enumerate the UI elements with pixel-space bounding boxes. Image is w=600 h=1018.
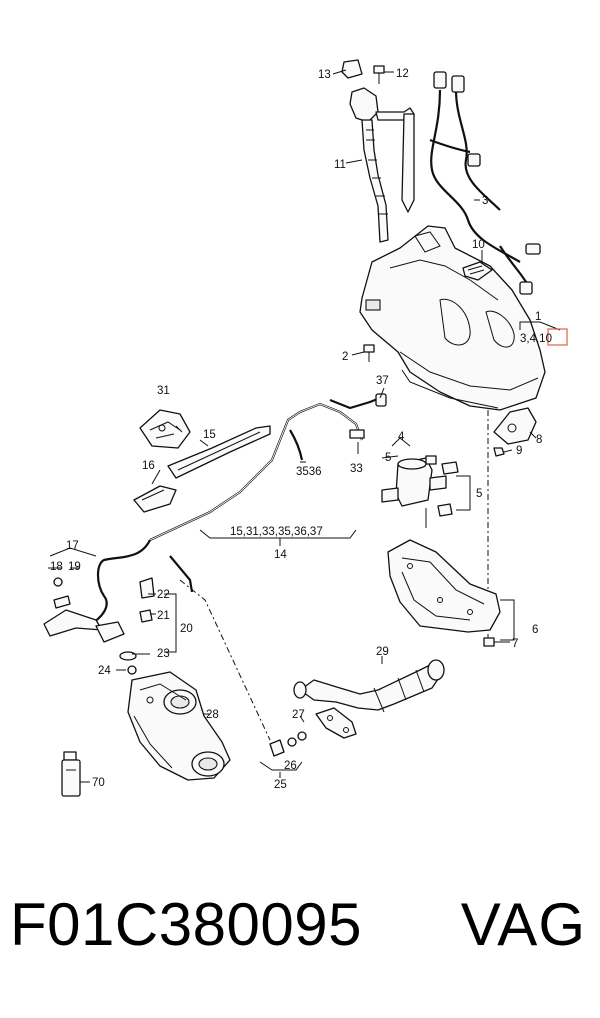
bolt-2 — [363, 344, 375, 362]
nut-9 — [493, 447, 505, 457]
flange — [315, 707, 357, 739]
callout-7: 7 — [512, 638, 518, 650]
part-number-code: F01C380095 — [10, 891, 362, 958]
callout-18: 18 — [50, 561, 63, 573]
callout-25: 25 — [274, 779, 287, 791]
callout-20: 20 — [180, 623, 193, 635]
callout-11: 11 — [334, 159, 346, 171]
callout-9: 9 — [516, 445, 522, 457]
callout-37: 37 — [376, 375, 389, 387]
temperature-sensor — [269, 731, 307, 757]
callout-6: 6 — [532, 624, 538, 636]
highlight-marker — [547, 328, 568, 346]
sensor-wiring — [89, 393, 387, 626]
bracket-15 — [167, 425, 271, 479]
callout-8: 8 — [536, 434, 542, 446]
callout-22: 22 — [157, 589, 170, 601]
heating-element — [462, 261, 493, 281]
particulate-filter — [127, 671, 231, 781]
callout-28: 28 — [206, 709, 219, 721]
gasket-24 — [127, 665, 137, 675]
callout-4: 4 — [398, 431, 405, 443]
callout-12: 12 — [396, 68, 409, 80]
callout-15: 15 — [203, 429, 216, 441]
bracket — [493, 407, 537, 445]
breather-pipe — [401, 113, 415, 213]
brand-label: VAG — [460, 891, 586, 958]
callout-19: 19 — [68, 561, 81, 573]
callout-2: 2 — [342, 351, 348, 363]
callout-15-group: 15,31,33,35,36,37 — [230, 526, 323, 538]
callout-21: 21 — [157, 610, 170, 622]
callout-10: 10 — [472, 239, 485, 251]
wiring-harness — [429, 71, 541, 295]
callout-27: 27 — [292, 709, 305, 721]
callout-3: 3 — [482, 195, 488, 207]
cap — [341, 59, 363, 79]
callout-33: 33 — [350, 463, 363, 475]
callout-17: 17 — [66, 540, 79, 552]
adblue-pump — [381, 455, 459, 528]
callout-23: 23 — [157, 648, 170, 660]
adblue-bottle — [61, 751, 81, 797]
exhaust-tank-exploded-diagram: 13 12 11 3 10 1 3,4,10 2 37 8 9 4 5 5 6 … — [43, 59, 568, 797]
centerline-sensor — [179, 579, 271, 741]
callout-14: 14 — [274, 549, 287, 561]
callout-5b: 5 — [476, 488, 482, 500]
nut-7 — [483, 637, 495, 647]
callout-70: 70 — [92, 777, 105, 789]
callout-26: 26 — [284, 760, 297, 772]
control-unit-16 — [133, 485, 177, 513]
callout-3-4-10: 3,4,10 — [520, 333, 552, 345]
callout-31: 31 — [157, 385, 170, 397]
adblue-tank — [359, 225, 546, 411]
callout-labels: 13 12 11 3 10 1 3,4,10 2 37 8 9 4 5 5 6 … — [50, 68, 552, 791]
callout-24: 24 — [98, 665, 111, 677]
heat-shield — [387, 539, 501, 633]
leader-lines — [48, 69, 561, 783]
sensor-control-unit — [139, 409, 191, 449]
callout-29: 29 — [376, 646, 389, 658]
screw-12 — [373, 65, 385, 84]
callout-16: 16 — [142, 460, 155, 472]
callout-1: 1 — [535, 311, 541, 323]
mixer-pipe — [293, 659, 445, 713]
callout-5a: 5 — [385, 452, 391, 464]
callout-35-36: 3536 — [296, 466, 322, 478]
callout-13: 13 — [318, 69, 331, 81]
